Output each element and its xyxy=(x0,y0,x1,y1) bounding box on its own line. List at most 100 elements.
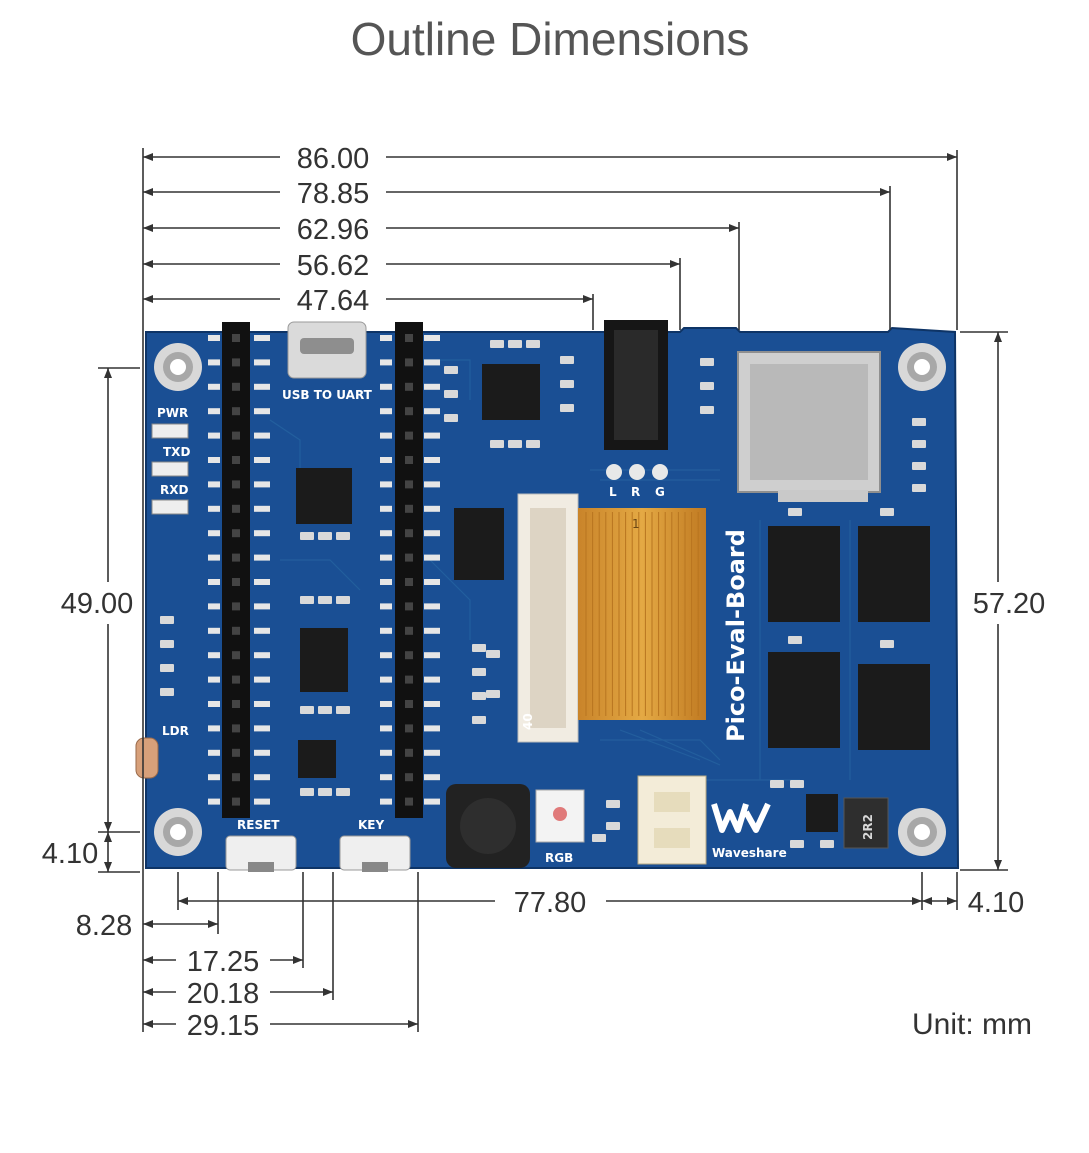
solder-pad xyxy=(208,554,220,561)
usb-to-uart-label: USB TO UART xyxy=(282,388,373,402)
header-pin xyxy=(232,773,240,782)
solder-pad xyxy=(254,554,270,561)
solder-pad xyxy=(380,457,392,463)
header-pin xyxy=(232,578,240,586)
smd-component xyxy=(160,664,174,672)
dim-47-64: 47.64 xyxy=(297,285,370,317)
smd-component xyxy=(788,508,802,516)
header-pin xyxy=(232,797,240,806)
solder-pad xyxy=(254,457,270,463)
header-pin xyxy=(232,334,240,342)
header-pin xyxy=(232,724,240,733)
rxd-led xyxy=(151,499,189,515)
solder-pad xyxy=(380,627,392,634)
header-pin xyxy=(405,578,413,586)
solder-pad xyxy=(424,627,440,634)
header-pin xyxy=(232,700,240,708)
solder-pad xyxy=(208,408,220,415)
smd-component xyxy=(770,780,784,788)
solder-pad xyxy=(424,505,440,512)
page-title: Outline Dimensions xyxy=(350,13,750,65)
smd-component xyxy=(560,404,574,412)
chip-right-3 xyxy=(768,652,840,748)
smd-component xyxy=(160,616,174,624)
solder-pad xyxy=(208,457,220,463)
pin-header-right xyxy=(395,322,423,818)
mounting-hole-br xyxy=(898,808,946,856)
solder-pad xyxy=(380,676,392,683)
solder-pad xyxy=(208,530,220,537)
smd-component xyxy=(318,596,332,604)
usb-connector xyxy=(287,321,367,379)
solder-pad xyxy=(208,676,220,683)
header-pin xyxy=(405,602,413,611)
solder-pad xyxy=(254,383,270,390)
dim-77-80: 77.80 xyxy=(514,887,587,919)
inductor-label: 2R2 xyxy=(861,814,875,840)
audio-pad-r xyxy=(629,464,645,480)
waveshare-logo xyxy=(711,802,771,833)
solder-pad xyxy=(380,749,392,756)
header-pin xyxy=(405,797,413,806)
solder-pad xyxy=(254,701,270,707)
solder-pad xyxy=(380,652,392,659)
smd-component xyxy=(472,668,486,676)
smd-component xyxy=(560,380,574,388)
fpc-pin1-label: 1 xyxy=(632,517,640,531)
audio-g-label: G xyxy=(655,485,665,499)
chip-bottom-right xyxy=(806,794,838,832)
audio-codec-chip xyxy=(482,364,540,420)
chip-center xyxy=(454,508,504,580)
solder-pad xyxy=(380,481,392,488)
header-pin xyxy=(405,334,413,342)
smd-component xyxy=(336,706,350,714)
solder-pad xyxy=(254,627,270,634)
header-pin xyxy=(232,456,240,464)
solder-pad xyxy=(380,603,392,610)
header-pin xyxy=(405,529,413,538)
solder-pad xyxy=(208,627,220,634)
smd-component xyxy=(472,716,486,724)
solder-pad xyxy=(424,554,440,561)
smd-component xyxy=(318,788,332,796)
solder-pad xyxy=(208,383,220,390)
solder-pad xyxy=(208,335,220,341)
reset-label: RESET xyxy=(237,818,280,832)
solder-pad xyxy=(254,603,270,610)
jst-connector xyxy=(637,775,707,865)
fpc-pin40-label: 40 xyxy=(521,713,535,730)
header-pin xyxy=(405,382,413,391)
dim-20-18: 20.18 xyxy=(187,978,260,1010)
solder-pad xyxy=(424,359,440,366)
header-pin xyxy=(232,553,240,562)
pin-header-left xyxy=(222,322,250,818)
audio-l-label: L xyxy=(609,485,617,499)
header-pin xyxy=(405,407,413,416)
solder-pad xyxy=(380,408,392,415)
smd-component xyxy=(444,390,458,398)
header-pin xyxy=(405,651,413,660)
solder-pad xyxy=(208,774,220,781)
txd-label: TXD xyxy=(163,445,190,459)
fpc-cable xyxy=(578,508,706,720)
solder-pad xyxy=(208,603,220,610)
dim-86-00: 86.00 xyxy=(297,143,370,175)
solder-pad xyxy=(424,701,440,707)
solder-pad xyxy=(380,798,392,805)
solder-pad xyxy=(380,335,392,341)
ldr-sensor xyxy=(135,737,159,779)
dimension-lines xyxy=(98,148,1008,1032)
chip-mid-left xyxy=(300,628,348,692)
solder-pad xyxy=(424,481,440,488)
solder-pad xyxy=(254,505,270,512)
solder-pad xyxy=(208,701,220,707)
solder-pad xyxy=(254,676,270,683)
smd-component xyxy=(880,640,894,648)
audio-jack xyxy=(604,320,668,450)
solder-pad xyxy=(208,359,220,366)
smd-component xyxy=(486,650,500,658)
header-pin xyxy=(232,504,240,513)
dim-49-00: 49.00 xyxy=(61,588,134,620)
solder-pad xyxy=(424,676,440,683)
audio-r-label: R xyxy=(631,485,640,499)
